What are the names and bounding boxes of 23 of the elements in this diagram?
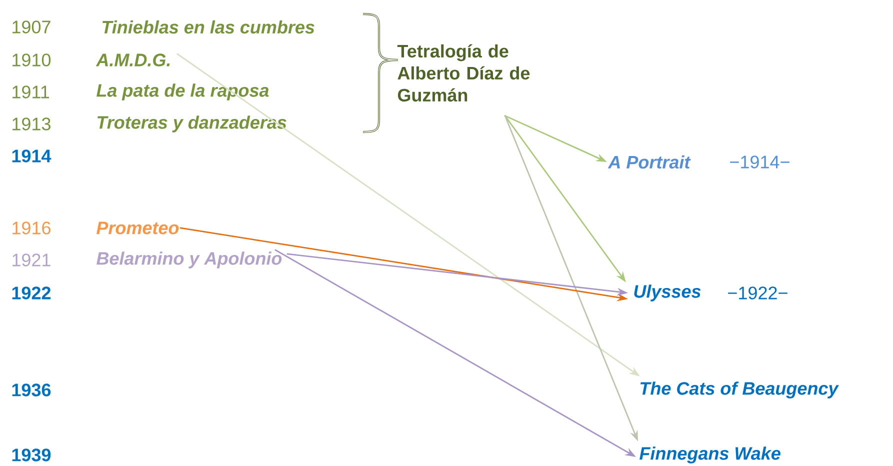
book-title: Tinieblas en las cumbres xyxy=(102,20,314,34)
year-text: 1914 xyxy=(12,150,52,162)
year-text: 1936 xyxy=(12,384,51,396)
book-title: A.M.D.G. xyxy=(96,54,170,66)
book-title: A Portrait xyxy=(608,155,691,169)
book-title: Ulysses xyxy=(634,284,701,302)
year-text: 1922 xyxy=(12,286,51,300)
book-title: Prometeo xyxy=(96,222,179,234)
book-title: La pata de la raposa xyxy=(96,84,269,100)
year-text: 1921 xyxy=(12,254,50,266)
book-title: Troteras y danzaderas xyxy=(97,116,286,132)
year-text: 1939 xyxy=(12,448,51,462)
year-text: −1914− xyxy=(730,156,790,168)
book-title: The Cats of Beaugency xyxy=(640,382,839,398)
year-text: 1911 xyxy=(12,86,50,98)
year-text: 1910 xyxy=(12,54,51,66)
book-title: Belarmino y Apolonio xyxy=(96,252,282,268)
title-group: Tetralogía de Alberto Díaz de Guzmán xyxy=(397,44,530,102)
year-text: −1922− xyxy=(728,286,788,300)
book-title: Finnegans Wake xyxy=(640,446,780,464)
year-text: 1916 xyxy=(12,222,50,234)
year-text: 1913 xyxy=(12,118,50,130)
year-text: 1907 xyxy=(12,20,50,34)
